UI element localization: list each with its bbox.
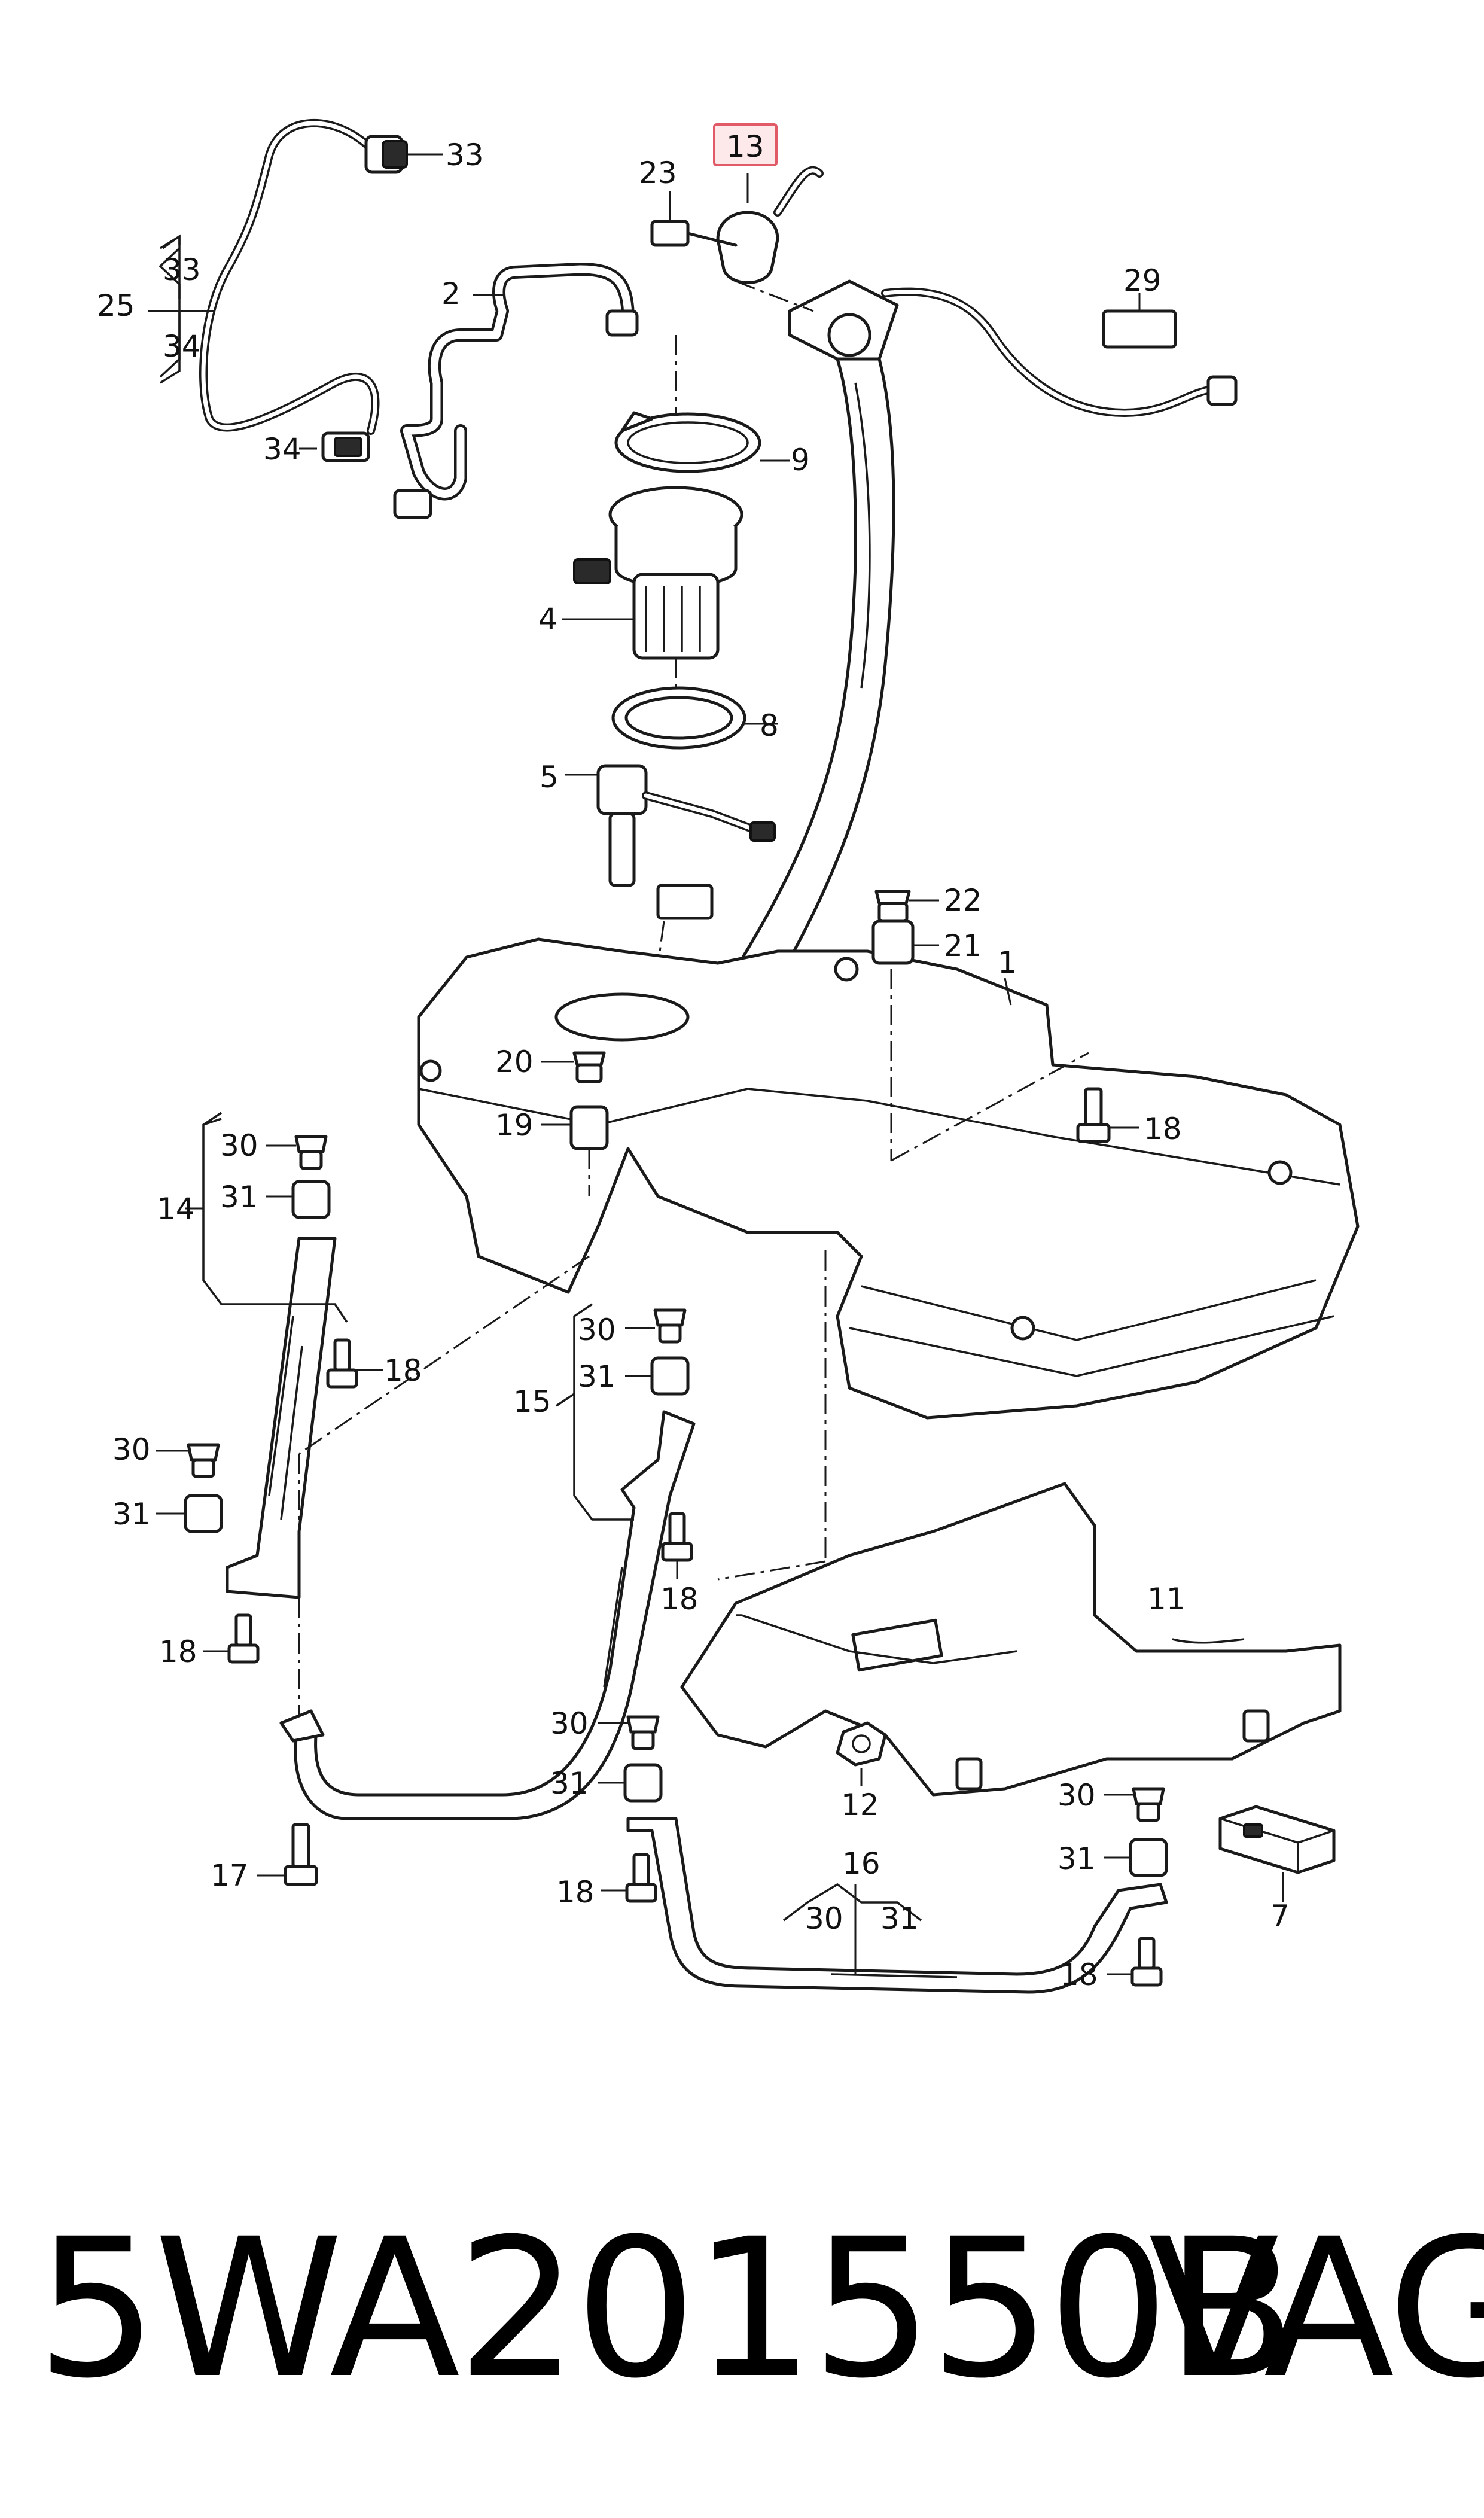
strap-15 [257, 1303, 696, 1886]
callout-33: 33 [163, 252, 201, 287]
callout-7: 7 [1270, 1899, 1290, 1934]
callout-4: 4 [538, 602, 557, 637]
part-number: 5WA201550B [36, 2198, 1297, 2420]
brand-name: VAG [1148, 2198, 1484, 2420]
strap-14 [156, 1112, 590, 1717]
callout-30: 30 [112, 1432, 151, 1467]
fuel-line-2 [393, 263, 639, 519]
callout-18: 18 [1144, 1112, 1182, 1146]
callout-17: 17 [211, 1858, 249, 1893]
callout-5: 5 [540, 760, 559, 794]
callout-16: 16 [842, 1846, 880, 1881]
callout-30: 30 [578, 1313, 616, 1347]
heat-shield-11 [680, 1250, 1342, 1797]
highlight-box-13 [713, 123, 778, 166]
callout-14: 14 [157, 1192, 195, 1226]
callout-20: 20 [495, 1045, 534, 1079]
filler-neck-assembly [650, 166, 1238, 983]
control-module-7 [1218, 1805, 1336, 1902]
callout-33: 33 [446, 138, 484, 172]
callout-1: 1 [998, 945, 1017, 980]
callout-12: 12 [841, 1788, 879, 1822]
callout-30: 30 [805, 1901, 843, 1936]
callout-34: 34 [263, 432, 301, 467]
callout-30: 30 [220, 1128, 258, 1163]
callout-2: 2 [441, 276, 461, 311]
callout-19: 19 [495, 1108, 534, 1143]
callout-31: 31 [880, 1901, 919, 1936]
callout-31: 31 [578, 1359, 616, 1394]
strap-16 [598, 1715, 1168, 1994]
callout-31: 31 [220, 1180, 258, 1214]
callout-18: 18 [556, 1875, 595, 1910]
fuel-pump-assembly [562, 335, 790, 1054]
callout-18: 18 [384, 1353, 422, 1388]
nut-12 [836, 1721, 887, 1786]
callout-31: 31 [112, 1497, 151, 1531]
callout-30: 30 [1058, 1778, 1096, 1813]
wiring-harness-25 [148, 119, 443, 462]
callout-25: 25 [97, 288, 135, 323]
callout-13: 13 [726, 129, 764, 164]
callout-15: 15 [513, 1384, 551, 1419]
callout-21: 21 [944, 928, 982, 963]
callout-18: 18 [660, 1582, 699, 1616]
callout-34: 34 [163, 329, 201, 364]
callout-11: 11 [1147, 1582, 1186, 1616]
callout-numbers: 33 33 25 34 34 2 13 23 29 9 4 8 5 22 21 … [97, 129, 1290, 1992]
callout-31: 31 [550, 1766, 589, 1801]
callout-18: 18 [1060, 1957, 1098, 1992]
callout-31: 31 [1058, 1841, 1096, 1876]
mount-pads-top [541, 890, 939, 1196]
callout-8: 8 [760, 708, 779, 743]
callout-22: 22 [944, 883, 982, 918]
callout-9: 9 [791, 443, 810, 477]
callout-30: 30 [550, 1706, 589, 1741]
bolt-18-right [1076, 1087, 1139, 1143]
callout-18: 18 [159, 1634, 197, 1669]
callout-29: 29 [1123, 263, 1162, 298]
callout-23: 23 [639, 156, 677, 190]
fuel-tank-1 [417, 937, 1360, 1420]
